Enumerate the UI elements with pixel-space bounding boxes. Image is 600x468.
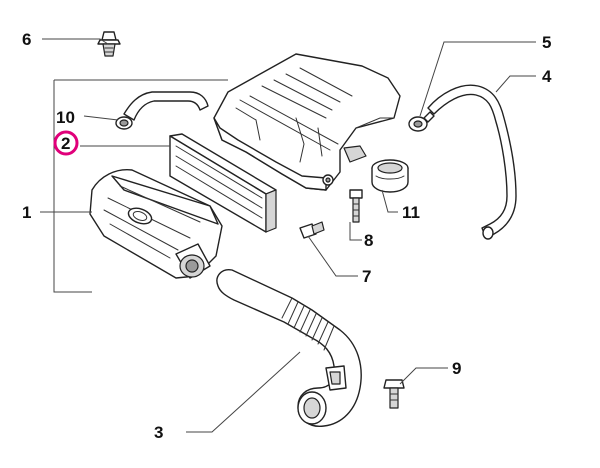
short-bolt-part[interactable] — [299, 221, 325, 239]
callout-8: 8 — [364, 231, 373, 250]
long-bolt-part[interactable] — [349, 189, 363, 223]
callout-7: 7 — [362, 267, 371, 286]
callout-5: 5 — [542, 33, 551, 52]
air-filter-element-part[interactable] — [169, 133, 277, 233]
hose-clamp-part[interactable] — [408, 111, 435, 132]
callout-6: 6 — [22, 30, 31, 49]
callout-1: 1 — [22, 203, 31, 222]
air-box-cover-part[interactable] — [213, 53, 401, 191]
callout-4: 4 — [542, 67, 552, 86]
callout-3: 3 — [154, 423, 163, 442]
push-clip-part[interactable] — [97, 31, 121, 57]
callout-2: 2 — [61, 134, 70, 153]
callout-10: 10 — [56, 108, 75, 127]
breather-hose-part[interactable] — [115, 91, 209, 130]
callout-11: 11 — [402, 203, 420, 222]
vent-hose-part[interactable] — [427, 84, 517, 240]
flange-bolt-part[interactable] — [383, 379, 405, 409]
callout-9: 9 — [452, 359, 461, 378]
intake-duct-part[interactable] — [216, 269, 362, 427]
assembly-bracket — [53, 79, 228, 293]
callout-2-highlight-ring — [53, 130, 79, 156]
grommet-part[interactable] — [371, 159, 409, 193]
leader-lines — [40, 38, 536, 433]
air-box-housing-part[interactable] — [89, 169, 223, 279]
